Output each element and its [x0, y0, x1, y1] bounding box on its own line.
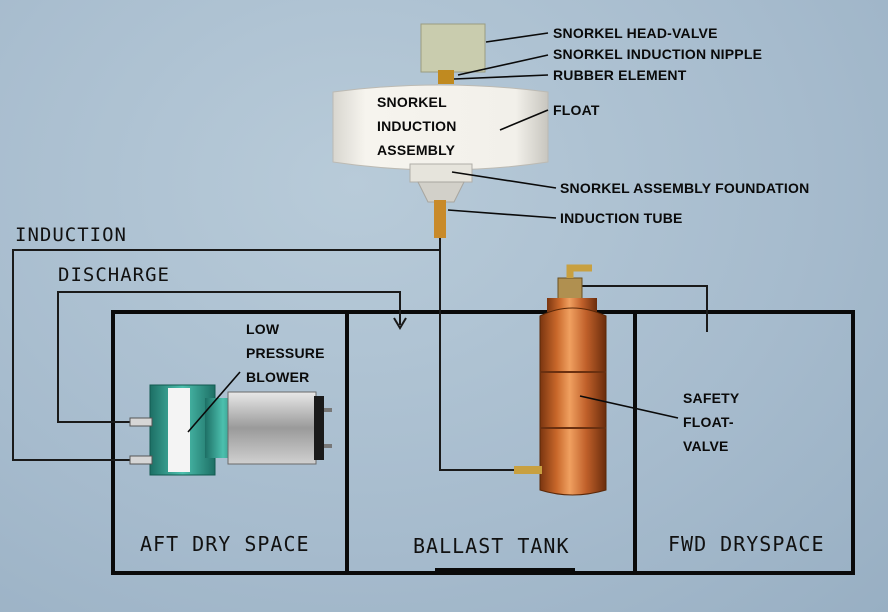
- label-induction-tube: INDUCTION TUBE: [560, 210, 683, 226]
- label-induction-line: INDUCTION: [15, 224, 127, 246]
- label-float: FLOAT: [553, 102, 600, 118]
- snorkel-assembly-foundation: [409, 163, 473, 238]
- leader-lines: [187, 32, 679, 433]
- snorkel-head-valve: [420, 23, 486, 84]
- label-low-pressure-blower: LOW PRESSURE BLOWER: [246, 317, 325, 389]
- label-ballast-tank: BALLAST TANK: [413, 534, 570, 558]
- discharge-arrow: [393, 317, 407, 330]
- induction-to-tank-line: [439, 250, 522, 471]
- snorkel-float: [332, 84, 549, 171]
- label-snorkel-assembly-foundation: SNORKEL ASSEMBLY FOUNDATION: [560, 180, 810, 196]
- discharge-line: [57, 291, 401, 423]
- label-rubber-element: RUBBER ELEMENT: [553, 67, 687, 83]
- label-line: PRESSURE: [246, 345, 325, 361]
- label-line: BLOWER: [246, 369, 310, 385]
- low-pressure-blower: [129, 384, 332, 476]
- label-snorkel-induction-assembly: SNORKEL INDUCTION ASSEMBLY: [377, 90, 457, 162]
- hull-lines: [111, 310, 855, 575]
- label-snorkel-head-valve: SNORKEL HEAD-VALVE: [553, 25, 718, 41]
- label-safety-float-valve: SAFETY FLOAT- VALVE: [683, 386, 739, 458]
- label-discharge-line: DISCHARGE: [58, 264, 170, 286]
- fwd-vent-line: [575, 285, 708, 332]
- induction-line: [12, 228, 441, 461]
- label-aft-dry-space: AFT DRY SPACE: [140, 532, 310, 556]
- label-line: VALVE: [683, 438, 729, 454]
- label-line: FLOAT-: [683, 414, 734, 430]
- label-line: ASSEMBLY: [377, 142, 456, 158]
- label-line: SNORKEL: [377, 94, 447, 110]
- label-fwd-dry-space: FWD DRYSPACE: [668, 532, 825, 556]
- safety-float-valve: [514, 264, 607, 496]
- label-line: INDUCTION: [377, 118, 457, 134]
- label-line: LOW: [246, 321, 280, 337]
- label-line: SAFETY: [683, 390, 740, 406]
- label-snorkel-induction-nipple: SNORKEL INDUCTION NIPPLE: [553, 46, 763, 62]
